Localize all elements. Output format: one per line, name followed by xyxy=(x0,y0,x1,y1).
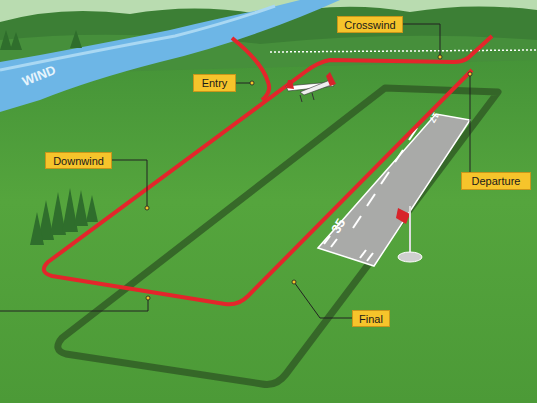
pattern-shadow xyxy=(58,88,498,385)
windsock xyxy=(396,208,410,224)
callout-box: Downwind xyxy=(45,152,112,169)
callout-text: Entry xyxy=(202,77,228,89)
runway-markings xyxy=(324,128,417,261)
callout-text: Final xyxy=(359,313,383,325)
callout-box: Final xyxy=(352,310,390,327)
windsock-pole xyxy=(409,206,411,256)
leader-dots xyxy=(145,55,472,300)
callout-box: Crosswind xyxy=(337,16,403,33)
entry-path xyxy=(232,38,269,100)
windsock-base xyxy=(398,252,422,262)
river xyxy=(0,0,340,112)
fence-line xyxy=(270,50,537,52)
leader-lines xyxy=(0,24,470,318)
callout-box: Departure xyxy=(461,172,531,190)
callout-text: Downwind xyxy=(53,155,104,167)
callout-text: Crosswind xyxy=(344,19,395,31)
trees xyxy=(0,30,98,245)
airplane xyxy=(286,72,336,102)
runway xyxy=(318,114,470,266)
traffic-pattern xyxy=(44,36,492,304)
callout-text: Departure xyxy=(472,175,521,187)
callout-box: Entry xyxy=(193,74,236,92)
